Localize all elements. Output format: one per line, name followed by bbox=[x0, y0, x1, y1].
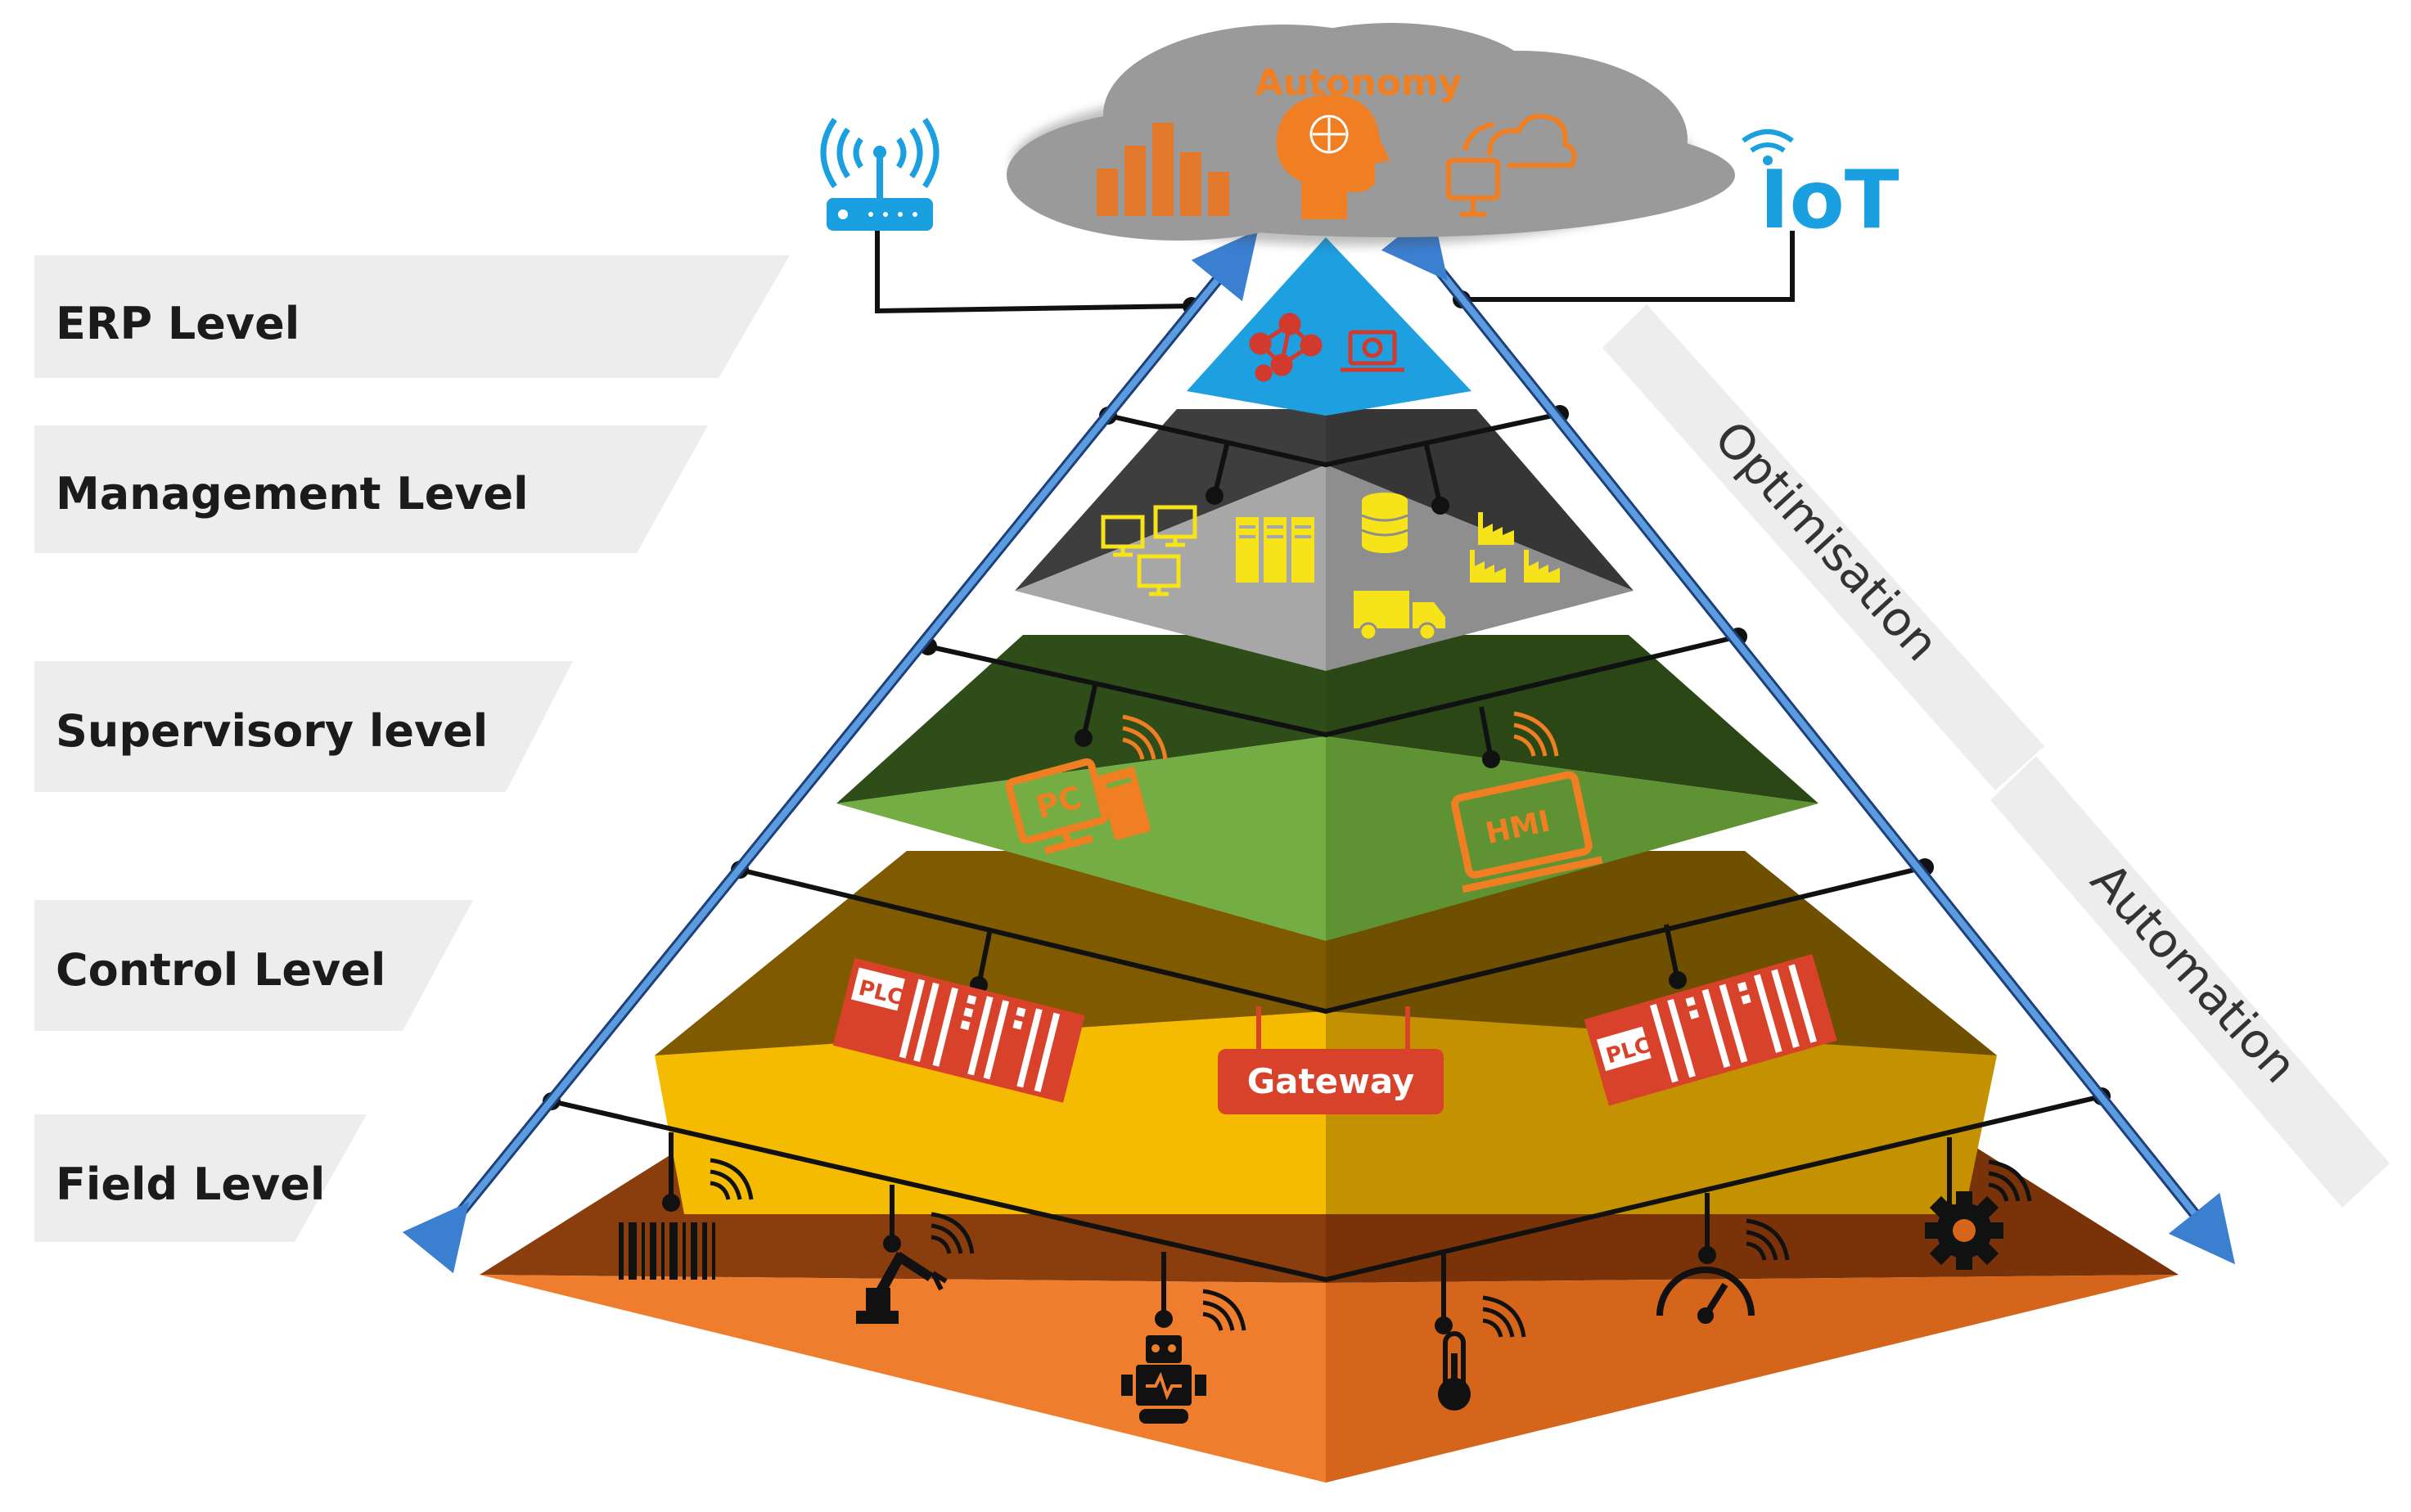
truck-icon bbox=[1354, 591, 1445, 641]
iot-icon: IoT bbox=[1742, 129, 1900, 247]
network-icon bbox=[1249, 313, 1323, 382]
cloud-label: Autonomy bbox=[1255, 62, 1462, 104]
router-icon bbox=[820, 117, 940, 231]
gateway-label: Gateway bbox=[1247, 1061, 1415, 1101]
layer-management bbox=[1015, 409, 1634, 671]
automation-label: Automation bbox=[2080, 853, 2308, 1094]
robot-icon bbox=[1121, 1335, 1206, 1424]
thermometer-icon bbox=[1438, 1331, 1471, 1411]
computers-icon bbox=[1101, 505, 1197, 596]
brain-icon bbox=[1276, 94, 1390, 220]
robot-arm-icon bbox=[856, 1252, 948, 1324]
wifi-icon bbox=[1122, 711, 1559, 760]
level-label-field: Field Level bbox=[56, 1159, 325, 1210]
laptop-icon bbox=[1341, 330, 1404, 372]
field-left-face bbox=[480, 1275, 1326, 1483]
field-right-face bbox=[1326, 1275, 2179, 1483]
plc-icon: PLC PLC bbox=[832, 954, 1837, 1106]
cloud-computer-icon bbox=[1446, 114, 1577, 217]
level-label-management: Management Level bbox=[56, 468, 529, 520]
gauge-icon bbox=[1656, 1267, 1755, 1324]
barcode-icon bbox=[619, 1222, 715, 1280]
iot-label: IoT bbox=[1760, 154, 1900, 247]
gateway: Gateway bbox=[1218, 1006, 1444, 1114]
factory-icon bbox=[1470, 512, 1560, 583]
level-label-erp: ERP Level bbox=[56, 298, 300, 349]
level-label-control: Control Level bbox=[56, 944, 385, 996]
gear-icon bbox=[1925, 1191, 2003, 1270]
bar-chart-icon bbox=[1097, 123, 1229, 216]
label-banner-control bbox=[34, 900, 473, 1031]
level-label-supervisory: Supervisory level bbox=[56, 705, 488, 757]
label-banner-field bbox=[34, 1114, 367, 1242]
field-wifi-icons bbox=[710, 1158, 2032, 1338]
cloud: Autonomy bbox=[1007, 23, 1735, 245]
servers-icon bbox=[1236, 517, 1314, 583]
side-arrows bbox=[402, 209, 2235, 1274]
database-icon bbox=[1361, 493, 1408, 553]
